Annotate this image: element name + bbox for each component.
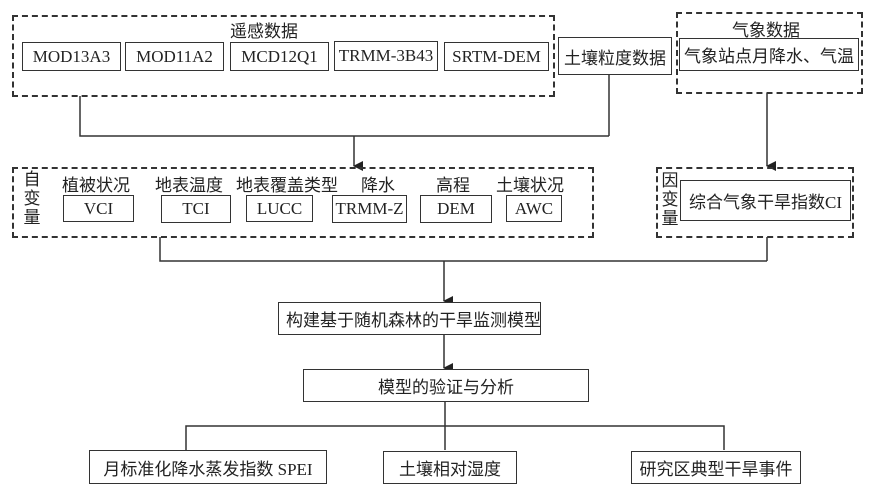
data-box-mcd12q1: MCD12Q1 bbox=[230, 42, 329, 71]
category-vegetation: 植被状况 bbox=[62, 176, 130, 195]
variable-box-tci: TCI bbox=[161, 195, 231, 223]
remote-sensing-connector bbox=[79, 96, 609, 137]
output-box-soil-humidity: 土壤相对湿度 bbox=[383, 451, 517, 484]
category-land-cover: 地表覆盖类型 bbox=[236, 176, 338, 195]
category-elevation: 高程 bbox=[436, 176, 470, 195]
ci-index-box: 综合气象干旱指数CI bbox=[680, 180, 851, 221]
independent-variables-group bbox=[12, 167, 594, 238]
validation-split-connector bbox=[185, 401, 725, 450]
side-label-char: 因 bbox=[661, 171, 679, 190]
side-label-char: 量 bbox=[661, 209, 679, 228]
data-box-srtm-dem: SRTM-DEM bbox=[444, 42, 549, 71]
variable-box-lucc: LUCC bbox=[246, 195, 313, 222]
remote-sensing-title: 遥感数据 bbox=[230, 22, 298, 41]
output-box-drought-events: 研究区典型干旱事件 bbox=[631, 451, 801, 484]
variable-box-dem: DEM bbox=[420, 195, 492, 223]
side-label-char: 量 bbox=[23, 208, 41, 227]
variable-box-trmm-z: TRMM-Z bbox=[332, 195, 407, 223]
data-box-trmm-3b43: TRMM-3B43 bbox=[334, 41, 438, 71]
station-data-box: 气象站点月降水、气温 bbox=[679, 38, 859, 71]
side-label-char: 变 bbox=[661, 190, 679, 209]
meteorological-group bbox=[676, 12, 863, 94]
output-box-spei: 月标准化降水蒸发指数 SPEI bbox=[89, 450, 327, 484]
soil-data-box: 土壤粒度数据 bbox=[558, 37, 672, 75]
side-label-char: 变 bbox=[23, 189, 41, 208]
variable-box-vci: VCI bbox=[63, 195, 134, 222]
remote-sensing-group bbox=[12, 15, 555, 97]
dependent-variable-group bbox=[656, 167, 854, 238]
category-soil: 土壤状况 bbox=[496, 176, 564, 195]
meteorological-title: 气象数据 bbox=[732, 21, 800, 40]
independent-vars-connector bbox=[159, 237, 767, 262]
data-box-mod13a3: MOD13A3 bbox=[22, 42, 121, 71]
data-box-mod11a2: MOD11A2 bbox=[125, 42, 224, 71]
model-box: 构建基于随机森林的干旱监测模型 bbox=[278, 302, 541, 335]
variable-box-awc: AWC bbox=[506, 195, 562, 222]
side-label-char: 自 bbox=[23, 170, 41, 189]
validation-box: 模型的验证与分析 bbox=[303, 369, 589, 402]
category-surface-temperature: 地表温度 bbox=[155, 176, 223, 195]
category-precipitation: 降水 bbox=[361, 176, 395, 195]
